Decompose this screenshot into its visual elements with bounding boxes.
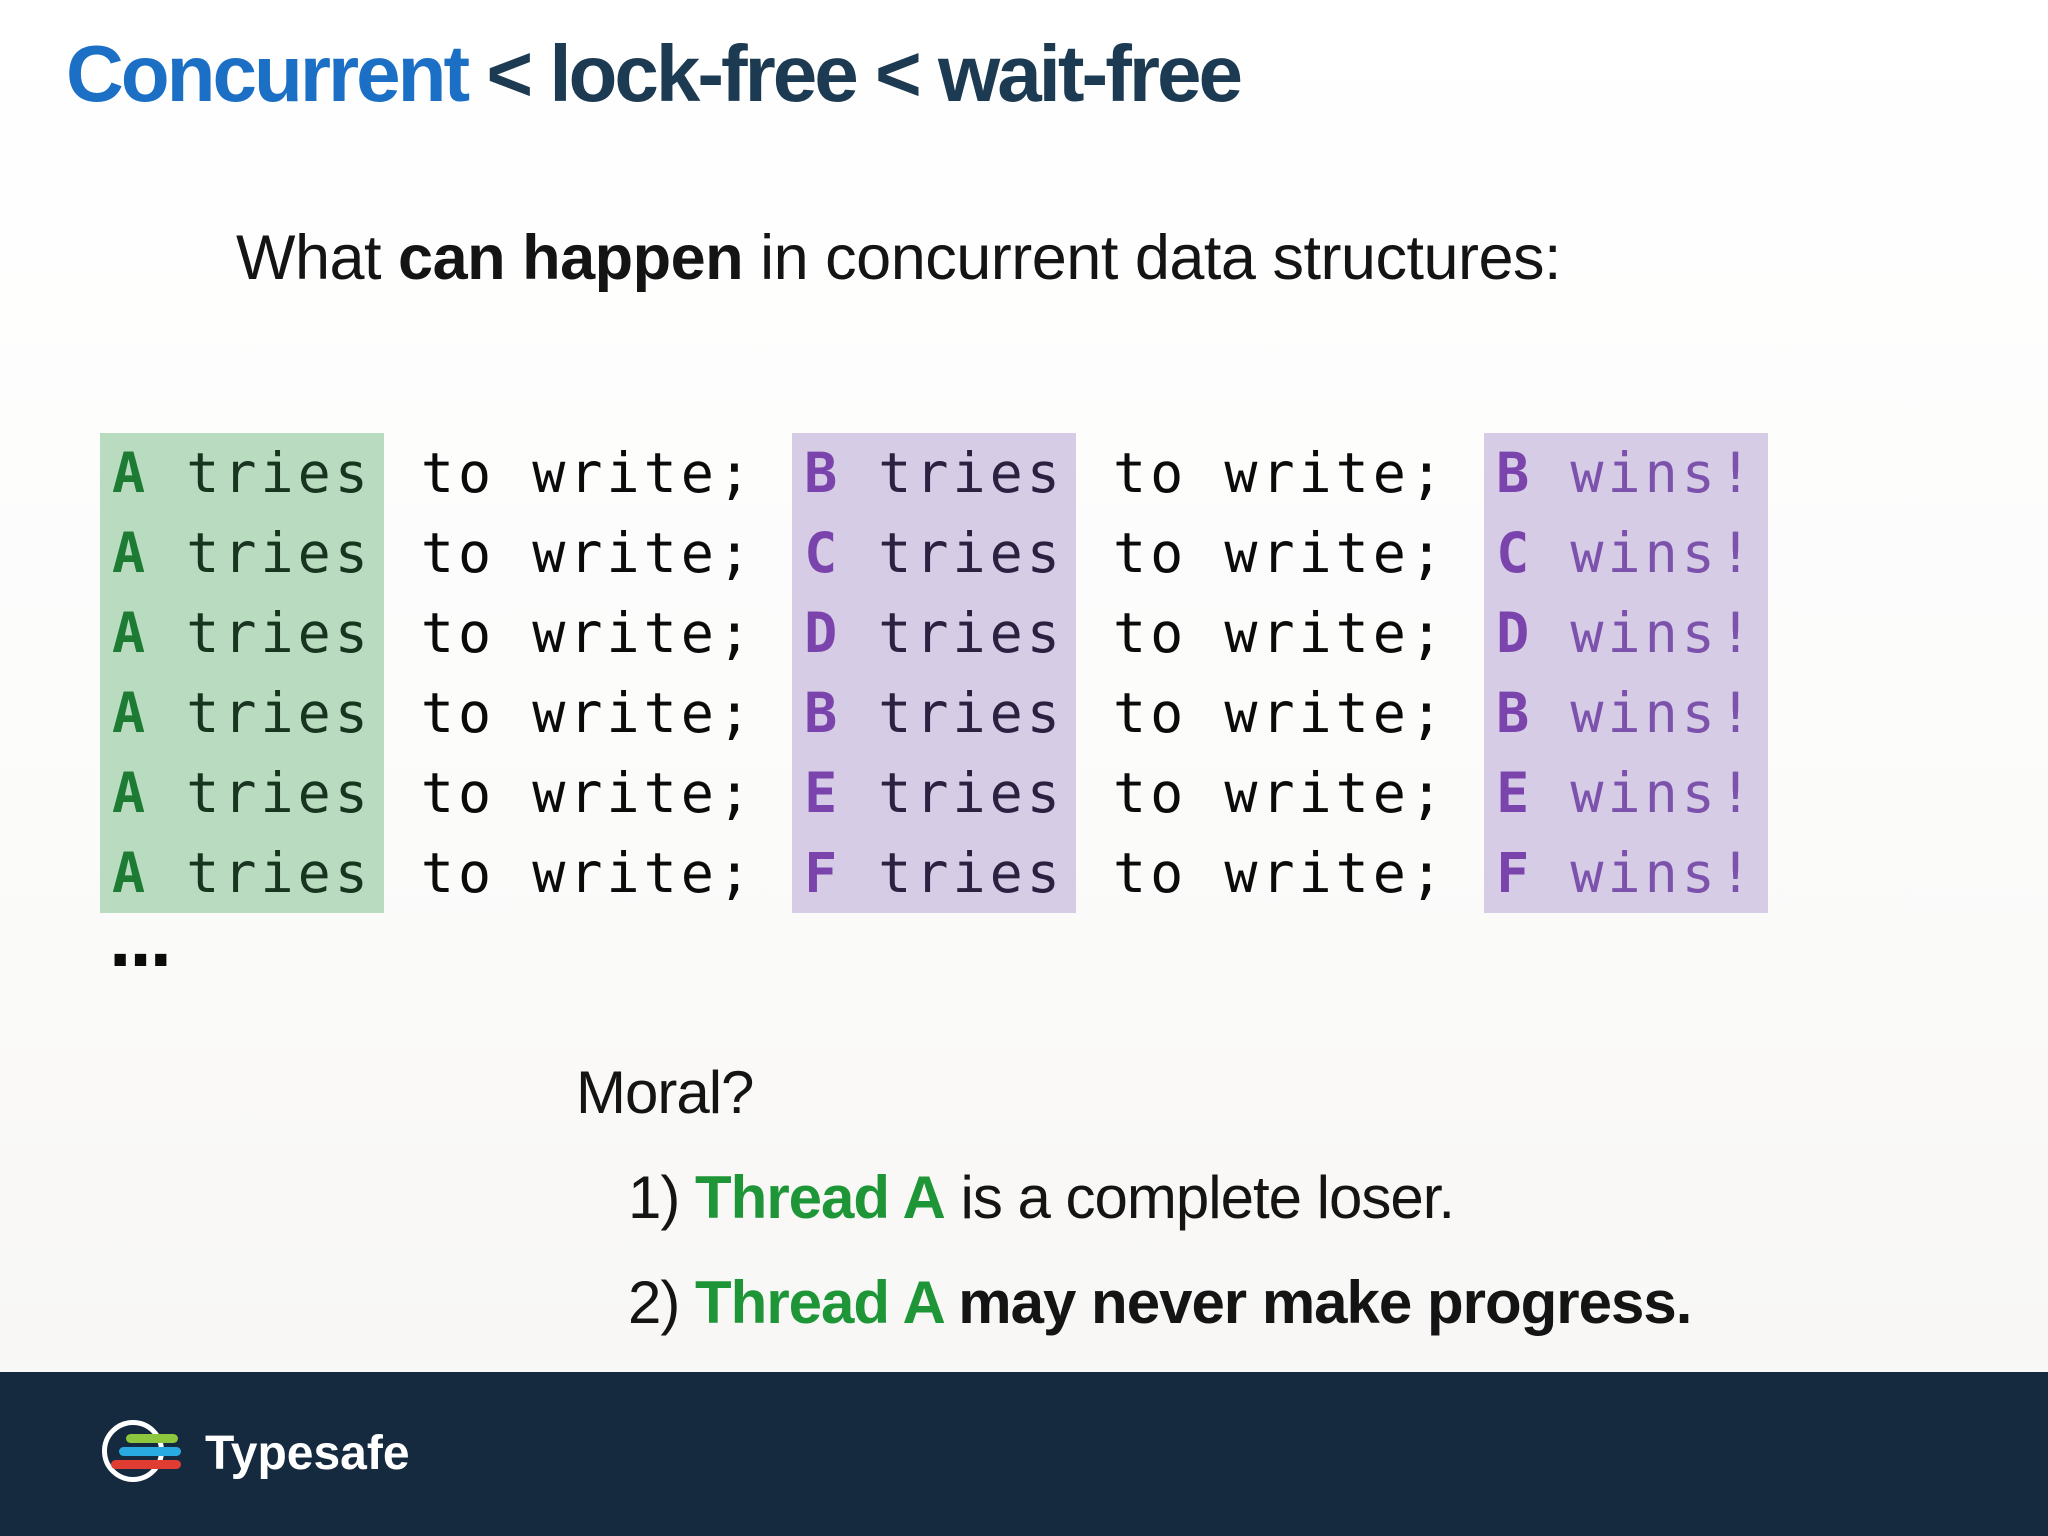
code-row: A tries to write; F tries to write; F wi… (100, 833, 1768, 913)
thread-a-segment: A tries (100, 753, 384, 833)
wins-segment: B wins! (1484, 673, 1768, 753)
footer-bar: Typesafe (0, 1372, 2048, 1536)
wins-letter: B (1496, 441, 1534, 505)
code-plain-text: to write; (383, 601, 793, 665)
wins-letter: D (1496, 601, 1534, 665)
logo-bar-blue (119, 1447, 181, 1456)
thread-b-text: tries (841, 761, 1064, 825)
thread-a-letter: A (112, 441, 150, 505)
typesafe-logo-icon (102, 1420, 182, 1488)
slide-title: Concurrent < lock-free < wait-free (66, 28, 1243, 120)
moral-item-2: 2) Thread A may never make progress. (628, 1268, 1692, 1337)
thread-a-segment: A tries (100, 433, 384, 513)
slide-subtitle: What can happen in concurrent data struc… (236, 222, 1562, 294)
thread-b-segment: E tries (792, 753, 1076, 833)
wins-text: wins! (1533, 841, 1756, 905)
moral-heading: Moral? (576, 1059, 754, 1126)
thread-a-text: tries (149, 841, 372, 905)
thread-b-text: tries (841, 521, 1064, 585)
slide-title-rest: < lock-free < wait-free (467, 29, 1243, 118)
thread-b-letter: B (804, 441, 842, 505)
thread-a-segment: A tries (100, 513, 384, 593)
thread-a-text: tries (149, 601, 372, 665)
thread-a-letter: A (112, 681, 150, 745)
wins-letter: F (1496, 841, 1534, 905)
thread-b-text: tries (841, 601, 1064, 665)
wins-letter: C (1496, 521, 1534, 585)
code-plain-text: to write; (383, 681, 793, 745)
wins-text: wins! (1533, 761, 1756, 825)
thread-b-segment: C tries (792, 513, 1076, 593)
logo-bar-red (111, 1460, 181, 1469)
wins-segment: E wins! (1484, 753, 1768, 833)
wins-letter: B (1496, 681, 1534, 745)
thread-a-segment: A tries (100, 833, 384, 913)
wins-letter: E (1496, 761, 1534, 825)
slide-title-highlight: Concurrent (66, 29, 470, 118)
wins-segment: F wins! (1484, 833, 1768, 913)
code-plain-text: to write; (383, 761, 793, 825)
thread-b-segment: B tries (792, 673, 1076, 753)
code-plain-text: to write; (383, 521, 793, 585)
moral-item-number: 1) (628, 1164, 696, 1231)
moral-item-text: is a complete loser. (944, 1164, 1456, 1231)
thread-b-letter: E (804, 761, 842, 825)
subtitle-post: in concurrent data structures: (743, 223, 1562, 293)
brand-name: Typesafe (205, 1427, 410, 1480)
thread-a-label: Thread A (695, 1269, 944, 1336)
code-row: A tries to write; B tries to write; B wi… (100, 433, 1768, 513)
thread-b-text: tries (841, 841, 1064, 905)
wins-segment: C wins! (1484, 513, 1768, 593)
thread-a-text: tries (149, 761, 372, 825)
wins-text: wins! (1533, 521, 1756, 585)
thread-b-letter: B (804, 681, 842, 745)
thread-a-segment: A tries (100, 673, 384, 753)
code-plain-text: to write; (1075, 441, 1485, 505)
thread-a-text: tries (149, 681, 372, 745)
code-block: A tries to write; B tries to write; B wi… (100, 433, 1768, 913)
logo-bar-green (126, 1434, 178, 1443)
wins-text: wins! (1533, 681, 1756, 745)
code-plain-text: to write; (383, 441, 793, 505)
thread-b-letter: C (804, 521, 842, 585)
thread-a-segment: A tries (100, 593, 384, 673)
code-row: A tries to write; E tries to write; E wi… (100, 753, 1768, 833)
subtitle-bold: can happen (398, 223, 744, 293)
thread-b-segment: D tries (792, 593, 1076, 673)
code-row: A tries to write; D tries to write; D wi… (100, 593, 1768, 673)
thread-b-letter: D (804, 601, 842, 665)
code-plain-text: to write; (1075, 601, 1485, 665)
code-plain-text: to write; (1075, 841, 1485, 905)
thread-a-text: tries (149, 521, 372, 585)
thread-a-letter: A (112, 761, 150, 825)
thread-b-text: tries (841, 681, 1064, 745)
moral-section: Moral? 1) Thread A is a complete loser. … (576, 1058, 1692, 1337)
thread-b-segment: F tries (792, 833, 1076, 913)
code-plain-text: to write; (1075, 681, 1485, 745)
thread-b-text: tries (841, 441, 1064, 505)
moral-item-1: 1) Thread A is a complete loser. (628, 1163, 1691, 1232)
code-plain-text: to write; (383, 841, 793, 905)
thread-a-label: Thread A (695, 1164, 946, 1231)
thread-a-text: tries (149, 441, 372, 505)
wins-text: wins! (1533, 601, 1756, 665)
wins-segment: D wins! (1484, 593, 1768, 673)
code-plain-text: to write; (1075, 761, 1485, 825)
code-row: A tries to write; C tries to write; C wi… (100, 513, 1768, 593)
code-plain-text: to write; (1075, 521, 1485, 585)
moral-item-text: may never make progress. (942, 1269, 1692, 1336)
subtitle-pre: What (236, 223, 399, 293)
wins-segment: B wins! (1484, 433, 1768, 513)
moral-item-number: 2) (628, 1269, 696, 1336)
code-ellipsis: ... (108, 908, 173, 982)
wins-text: wins! (1533, 441, 1756, 505)
code-row: A tries to write; B tries to write; B wi… (100, 673, 1768, 753)
thread-a-letter: A (112, 601, 150, 665)
thread-a-letter: A (112, 841, 150, 905)
thread-b-segment: B tries (792, 433, 1076, 513)
thread-b-letter: F (804, 841, 842, 905)
thread-a-letter: A (112, 521, 150, 585)
